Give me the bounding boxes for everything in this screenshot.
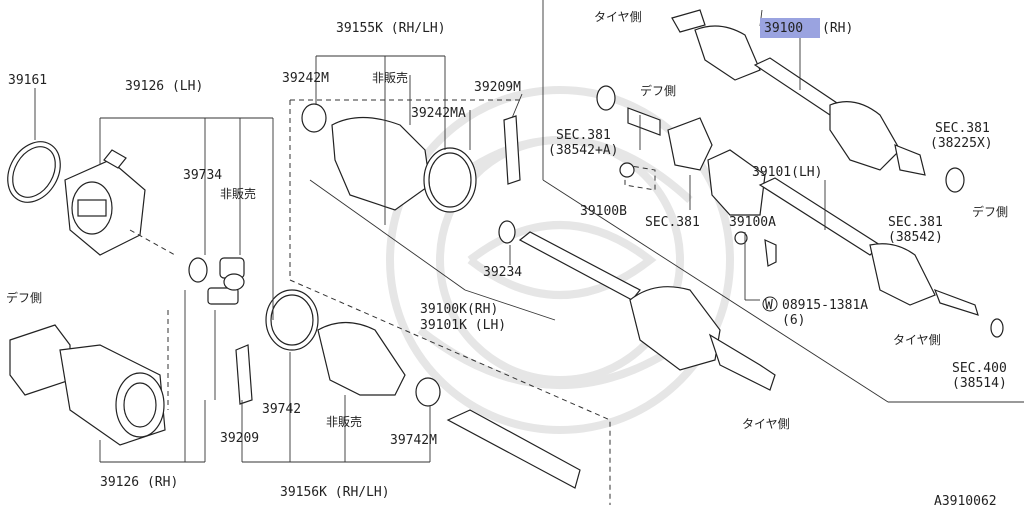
label-39234[interactable]: 39234 <box>483 265 522 280</box>
part-flange[interactable] <box>667 117 713 171</box>
middle-assembly <box>301 55 776 391</box>
label-39209[interactable]: 39209 <box>220 431 259 446</box>
part-39100-rh-shaft[interactable] <box>671 9 926 176</box>
label-39161[interactable]: 39161 <box>8 73 47 88</box>
part-39209m-tube[interactable] <box>503 115 521 185</box>
label-39100b[interactable]: 39100B <box>580 204 627 219</box>
label-08915[interactable]: 08915-1381A <box>782 298 868 313</box>
part-sec381-seal-a[interactable] <box>596 85 616 111</box>
labels: 39161 39126 (LH) 39734 非販売 デフ側 39126 (RH… <box>6 10 1008 509</box>
label-sec381-a-ref[interactable]: (38542+A) <box>548 143 618 158</box>
part-39209-tube[interactable] <box>235 344 253 405</box>
divider-lines <box>542 0 1024 403</box>
part-39101-lh-shaft[interactable] <box>707 149 979 316</box>
part-sec400-circlip[interactable] <box>990 318 1004 338</box>
label-tire-side-bottom: タイヤ側 <box>742 417 790 431</box>
part-spider-joint[interactable] <box>207 257 245 305</box>
label-not-sold-2: 非販売 <box>372 70 408 85</box>
label-39100-code[interactable]: 39100 <box>764 21 803 36</box>
label-sec400-code[interactable]: SEC.400 <box>952 361 1007 376</box>
label-sec381-a-code[interactable]: SEC.381 <box>556 128 611 143</box>
label-39156k[interactable]: 39156K (RH/LH) <box>280 485 390 500</box>
label-39126-lh[interactable]: 39126 (LH) <box>125 79 203 94</box>
part-sec381-seal[interactable] <box>945 167 965 193</box>
part-39742m-clamp[interactable] <box>415 377 441 407</box>
right-assembly <box>596 9 1004 338</box>
label-sec381-b[interactable]: SEC.381 <box>645 215 700 230</box>
label-39100-side[interactable]: (RH) <box>822 21 853 36</box>
part-39100a-washer[interactable] <box>734 231 748 245</box>
figure-code: A3910062 <box>934 494 997 509</box>
part-inner-shaft[interactable] <box>446 409 581 489</box>
label-39742[interactable]: 39742 <box>262 402 301 417</box>
label-diff-side-right: デフ側 <box>972 204 1008 219</box>
label-39734[interactable]: 39734 <box>183 168 222 183</box>
label-39242m[interactable]: 39242M <box>282 71 329 86</box>
label-39101k[interactable]: 39101K (LH) <box>420 318 506 333</box>
label-tire-side-right: タイヤ側 <box>893 333 941 347</box>
part-39126-lh-housing[interactable] <box>64 149 146 256</box>
label-39209m[interactable]: 39209M <box>474 80 521 95</box>
label-sec381-c-ref[interactable]: (38225X) <box>930 136 993 151</box>
left-assembly <box>7 88 656 505</box>
part-39734-circlip[interactable] <box>188 257 208 283</box>
part-outer-joint[interactable] <box>629 286 776 391</box>
part-drive-shaft[interactable] <box>518 231 641 301</box>
label-39242ma[interactable]: 39242MA <box>411 106 466 121</box>
part-39234-circlip[interactable] <box>498 220 516 244</box>
label-tire-side-top: タイヤ側 <box>594 10 642 24</box>
label-39126-rh[interactable]: 39126 (RH) <box>100 475 178 490</box>
label-not-sold-3: 非販売 <box>326 414 362 429</box>
label-39100a[interactable]: 39100A <box>729 215 776 230</box>
part-39126-rh-housing[interactable] <box>9 324 166 446</box>
label-sec381-d-ref[interactable]: (38542) <box>888 230 943 245</box>
label-39155k[interactable]: 39155K (RH/LH) <box>336 21 446 36</box>
part-outer-boot[interactable] <box>331 116 431 211</box>
label-39742m[interactable]: 39742M <box>390 433 437 448</box>
part-spline-piece[interactable] <box>627 107 661 136</box>
part-39242m-clamp[interactable] <box>301 103 327 133</box>
selected-part-highlight <box>760 18 820 38</box>
label-diff-side-left: デフ側 <box>6 290 42 305</box>
label-sec381-d-code[interactable]: SEC.381 <box>888 215 943 230</box>
part-39100b-nut[interactable] <box>619 162 635 178</box>
label-39100k[interactable]: 39100K(RH) <box>420 302 498 317</box>
label-39101[interactable]: 39101(LH) <box>752 165 822 180</box>
label-not-sold-1: 非販売 <box>220 186 256 201</box>
label-sec381-c-code[interactable]: SEC.381 <box>935 121 990 136</box>
part-inner-boot[interactable] <box>317 321 406 396</box>
label-diff-side-mid: デフ側 <box>640 83 676 98</box>
label-sec400-ref[interactable]: (38514) <box>952 376 1007 391</box>
washer-symbol <box>762 296 778 312</box>
label-08915-qty[interactable]: (6) <box>782 313 805 328</box>
part-bolt[interactable] <box>764 239 777 267</box>
label-washer-w: W <box>765 298 773 313</box>
